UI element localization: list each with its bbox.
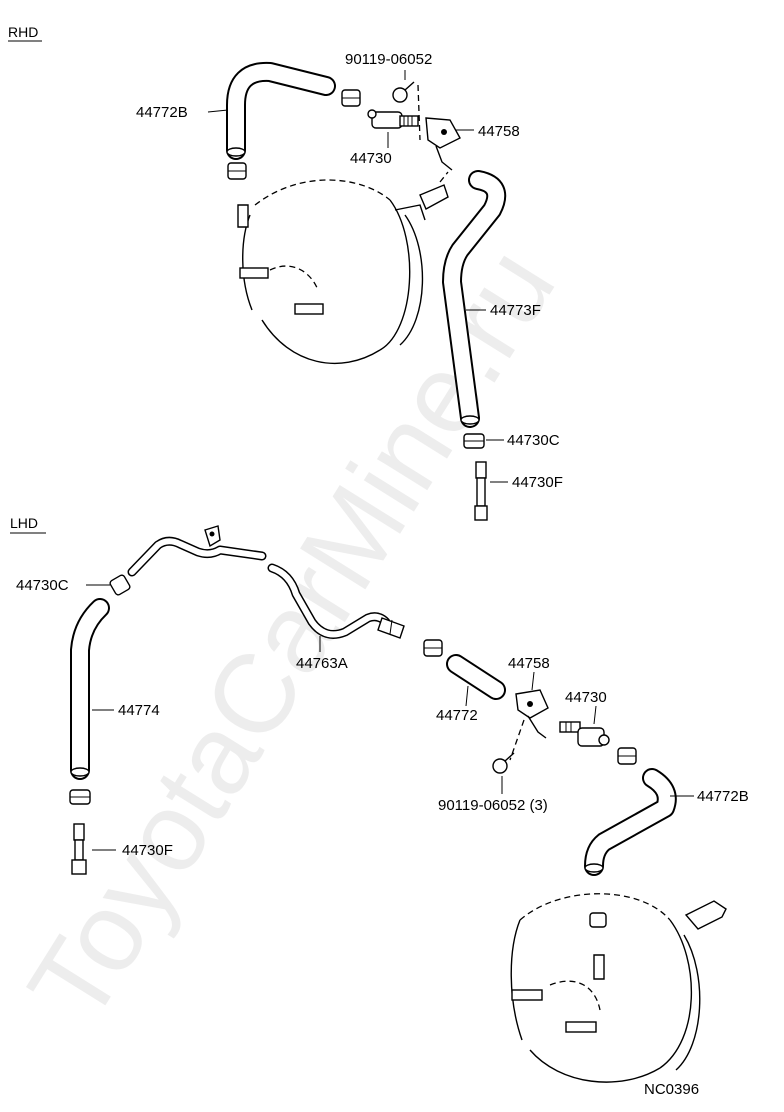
lhd-brake-booster (510, 893, 727, 1083)
rhd-bracket (425, 117, 461, 171)
rhd-brake-booster (237, 171, 449, 365)
lhd-fitting-44730f (71, 823, 87, 875)
lhd-leader-44772 (465, 685, 469, 707)
lhd-hose-44772b (584, 768, 677, 876)
lhd-clamp-lower (69, 789, 91, 805)
lhd-clamp-mid (423, 639, 443, 657)
lhd-booster-clamp (589, 912, 607, 928)
rhd-check-valve (367, 109, 419, 129)
lhd-label-fitting: 44730F (122, 842, 173, 859)
lhd-bolt-guide (509, 719, 525, 761)
lhd-label-bracket: 44758 (508, 655, 550, 672)
lhd-check-valve (559, 721, 610, 747)
lhd-leader-44758 (531, 671, 535, 691)
rhd-booster-port (237, 204, 249, 228)
lhd-section: LHD (10, 515, 749, 1083)
rhd-leader-44772b (207, 109, 229, 113)
rhd-clamp-lower (227, 162, 247, 180)
lhd-label-hose-short: 44772 (436, 707, 478, 724)
diagram-code: NC0396 (644, 1081, 699, 1098)
lhd-label-hose-upper: 44772B (697, 788, 749, 805)
lhd-leader-44730 (593, 705, 597, 725)
lhd-booster-stud-right (565, 1021, 597, 1033)
lhd-clamp-right (617, 747, 637, 765)
rhd-label-fitting: 44730F (512, 474, 563, 491)
rhd-bolt (392, 81, 415, 103)
lhd-section-title: LHD (10, 515, 38, 531)
lhd-pipe-44763a (127, 525, 405, 639)
rhd-booster-tab (419, 184, 449, 210)
lhd-hose-44774 (70, 598, 110, 780)
rhd-label-hose-long: 44773F (490, 302, 541, 319)
rhd-hose-44773f (442, 170, 507, 428)
rhd-clamp-upper (341, 89, 361, 107)
lhd-clamp-44730c (109, 574, 131, 596)
lhd-bolt (492, 752, 515, 774)
rhd-clamp-44730c (463, 433, 485, 449)
rhd-bolt-guide (417, 84, 421, 141)
rhd-label-clamp: 44730C (507, 432, 560, 449)
rhd-label-bolt: 90119-06052 (345, 51, 432, 68)
lhd-booster-port (593, 954, 605, 980)
rhd-label-hose-upper: 44772B (136, 104, 188, 121)
lhd-label-hose-long: 44774 (118, 702, 160, 719)
lhd-label-check-valve: 44730 (565, 689, 607, 706)
lhd-label-pipe: 44763A (296, 655, 348, 672)
rhd-section: RHD (8, 24, 563, 521)
rhd-fitting-44730f (474, 461, 488, 521)
rhd-section-title: RHD (8, 24, 38, 40)
lhd-bracket (515, 689, 549, 739)
rhd-booster-stud-right (294, 303, 324, 315)
lhd-hose-44772 (446, 654, 506, 700)
lhd-label-bolt: 90119-06052 (3) (438, 797, 548, 814)
rhd-hose-44772b (226, 61, 336, 160)
rhd-booster-stud-left (239, 267, 269, 279)
rhd-label-check-valve: 44730 (350, 150, 392, 167)
rhd-label-bracket: 44758 (478, 123, 520, 140)
lhd-label-clamp: 44730C (16, 577, 69, 594)
lhd-booster-stud-left (511, 989, 543, 1001)
